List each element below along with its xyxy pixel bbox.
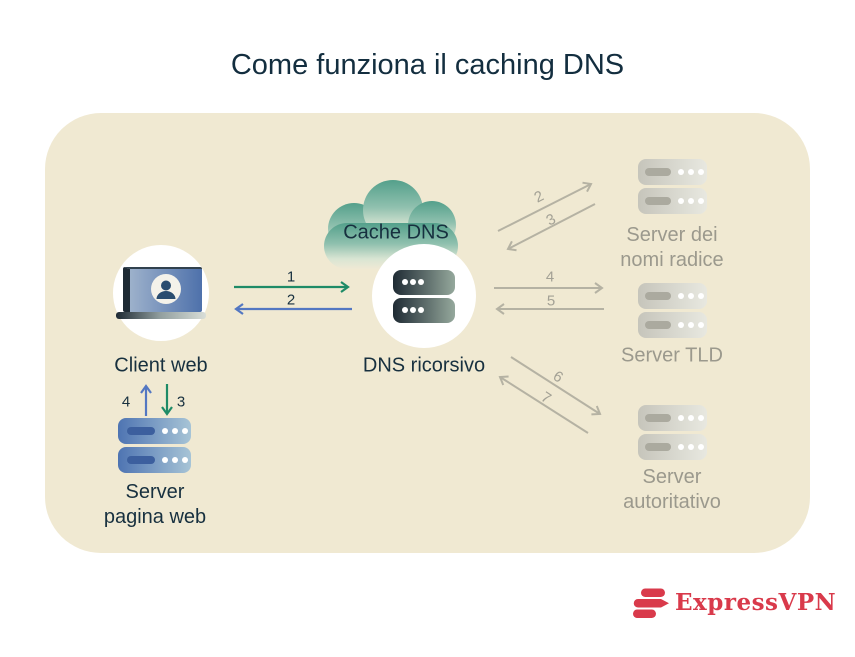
- server-led: [172, 428, 178, 434]
- client-web-label: Client web: [114, 354, 208, 377]
- server-led: [162, 457, 168, 463]
- server-led: [172, 457, 178, 463]
- server-led: [678, 415, 684, 421]
- server-rack-gray-icon: [638, 159, 707, 185]
- server-rack-gray-icon: [638, 188, 707, 214]
- step-number-3: 3: [176, 393, 186, 411]
- server-slot: [645, 414, 671, 422]
- root-name-server-label: Server dei nomi radice: [620, 223, 723, 273]
- server-rack-dark-icon: [393, 270, 455, 295]
- server-led: [688, 444, 694, 450]
- laptop-base: [116, 312, 206, 319]
- step-number-1: 1: [286, 268, 296, 286]
- server-led: [402, 307, 408, 313]
- server-led: [698, 198, 704, 204]
- tld-server-label: Server TLD: [621, 344, 723, 367]
- server-led: [688, 169, 694, 175]
- server-slot: [127, 456, 155, 464]
- server-rack-gray-icon: [638, 405, 707, 431]
- server-slot: [645, 168, 671, 176]
- server-led: [688, 293, 694, 299]
- page-title: Come funziona il caching DNS: [230, 49, 625, 81]
- server-led: [698, 169, 704, 175]
- server-rack-gray-icon: [638, 312, 707, 338]
- server-led: [698, 444, 704, 450]
- server-led: [698, 322, 704, 328]
- step-number-2: 2: [286, 291, 296, 309]
- server-led: [678, 198, 684, 204]
- server-led: [182, 428, 188, 434]
- brand-wordmark: ExpressVPN: [675, 589, 837, 616]
- server-led: [418, 279, 424, 285]
- server-slot: [645, 197, 671, 205]
- label-line: autoritativo: [623, 491, 721, 513]
- web-page-server-label: Server pagina web: [104, 480, 206, 530]
- server-led: [410, 279, 416, 285]
- server-slot: [645, 292, 671, 300]
- server-led: [678, 322, 684, 328]
- step-number-4-tld: 4: [545, 268, 555, 286]
- server-led: [182, 457, 188, 463]
- dns-ricorsivo-label: DNS ricorsivo: [362, 354, 486, 377]
- label-line: nomi radice: [620, 249, 724, 271]
- server-led: [678, 444, 684, 450]
- authoritative-server-label: Server autoritativo: [623, 465, 721, 515]
- cloud-icon: [324, 180, 458, 269]
- recursive-dns-node-circle: [372, 244, 476, 348]
- step-number-5-tld: 5: [546, 292, 556, 310]
- label-line: pagina web: [103, 506, 207, 528]
- expressvpn-logo-icon: [633, 588, 669, 618]
- server-led: [678, 293, 684, 299]
- server-led: [688, 415, 694, 421]
- server-rack-gray-icon: [638, 283, 707, 309]
- server-rack-blue-icon: [118, 447, 191, 473]
- label-line: Server dei: [626, 224, 718, 246]
- user-avatar-icon: [151, 274, 181, 304]
- server-led: [678, 169, 684, 175]
- server-rack-blue-icon: [118, 418, 191, 444]
- server-slot: [645, 321, 671, 329]
- server-led: [162, 428, 168, 434]
- cloud-shape: [324, 180, 458, 269]
- step-number-4: 4: [121, 393, 131, 411]
- server-led: [688, 198, 694, 204]
- server-led: [698, 415, 704, 421]
- server-slot: [127, 427, 155, 435]
- server-led: [402, 279, 408, 285]
- server-led: [410, 307, 416, 313]
- server-rack-gray-icon: [638, 434, 707, 460]
- server-slot: [645, 443, 671, 451]
- person-glyph: [156, 280, 176, 299]
- label-line: Server: [642, 466, 702, 488]
- label-line: Server: [125, 481, 185, 503]
- server-led: [688, 322, 694, 328]
- server-led: [698, 293, 704, 299]
- server-led: [418, 307, 424, 313]
- cache-dns-label: Cache DNS: [343, 221, 449, 244]
- server-rack-dark-icon: [393, 298, 455, 323]
